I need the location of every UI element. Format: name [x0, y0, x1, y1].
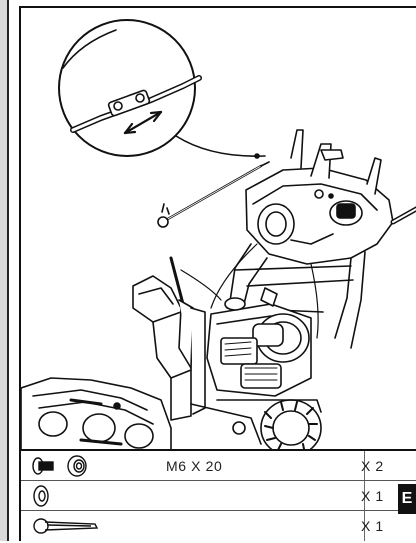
handle-frame [226, 243, 366, 349]
part-quantity: X 2 [361, 458, 384, 474]
page-margin-rule [7, 0, 9, 541]
control-cables [180, 243, 319, 339]
part-quantity: X 1 [361, 488, 384, 504]
language-edge-tab: E [398, 484, 416, 514]
hairpin-cotter-icon [33, 518, 99, 534]
detail-magnifier [58, 19, 266, 157]
parts-icons [29, 514, 119, 538]
parts-row-hairpin: X 1 [21, 511, 416, 541]
nut-icon [67, 455, 87, 477]
drive-wheels [190, 399, 322, 449]
bolt-icon [32, 457, 54, 475]
part-quantity: X 1 [361, 518, 384, 534]
washer-icon [33, 485, 49, 507]
rod-pivot-point [157, 203, 169, 228]
part-spec: M6 X 20 [166, 458, 223, 474]
adjust-direction-arrow-icon [123, 110, 163, 135]
parts-row-bolt-nut: M6 X 20 X 2 [21, 451, 416, 481]
page-margin-strip [0, 0, 7, 541]
parts-icons [29, 484, 119, 508]
assembly-illustration [19, 6, 416, 451]
control-panel [245, 129, 416, 265]
hardware-parts-table: M6 X 20 X 2 X 1 X 1 [19, 451, 416, 541]
auger-housing [21, 377, 172, 449]
qty-column-divider [364, 451, 365, 541]
engine [206, 287, 312, 397]
parts-icons [29, 454, 119, 478]
discharge-chute [132, 256, 206, 421]
parts-row-washer: X 1 [21, 481, 416, 511]
